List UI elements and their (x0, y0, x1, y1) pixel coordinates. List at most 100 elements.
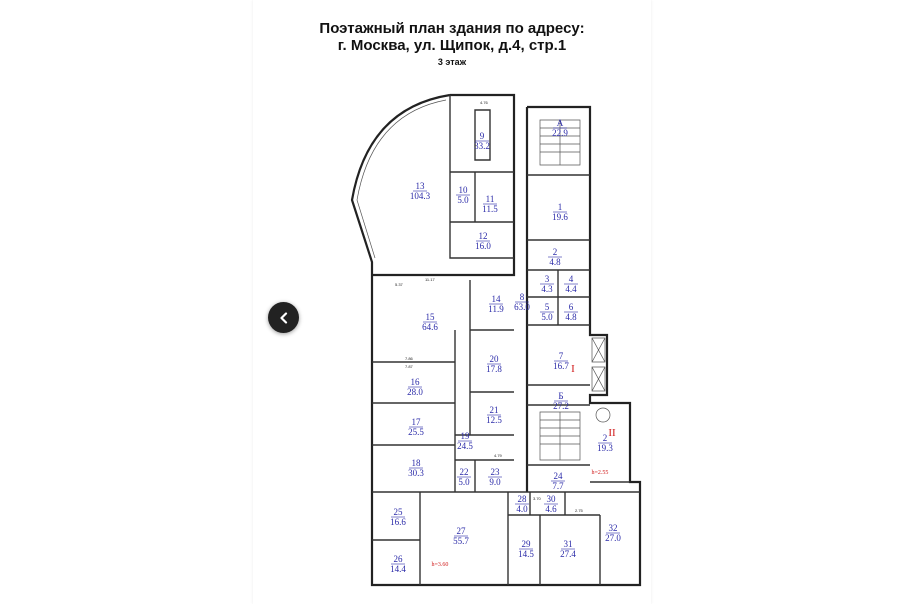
chevron-left-icon (279, 311, 287, 324)
dimension-label: 7.87 (405, 364, 414, 369)
section-marker-2: II (608, 427, 616, 439)
room-number: 15 (426, 312, 436, 322)
floor-plan-image (253, 0, 651, 604)
room-area: 14.4 (390, 564, 406, 574)
room-label: 105.0 (456, 185, 470, 205)
room-number: 31 (564, 539, 573, 549)
room-area: 4.3 (541, 284, 553, 294)
plan-title-line-2: г. Москва, ул. Щипок, д.4, стр.1 (337, 37, 567, 54)
room-area: 55.7 (453, 536, 469, 546)
room-area: 19.3 (597, 443, 613, 453)
room-number: 17 (412, 417, 422, 427)
room-area: 17.8 (486, 364, 502, 374)
room-area: 11.9 (488, 304, 504, 314)
dimension-label: 4.76 (480, 100, 489, 105)
floor-label: 3 этаж (437, 57, 467, 67)
room-label: 44.4 (564, 274, 578, 294)
room-number: 23 (491, 467, 501, 477)
room-number: 13 (416, 181, 426, 191)
room-number: 28 (518, 494, 528, 504)
height-marker-2: h=3.60 (432, 562, 449, 568)
dimension-label: 11.17 (425, 277, 435, 282)
room-number: 24 (554, 471, 564, 481)
room-area: 25.5 (408, 427, 424, 437)
room-number: 4 (569, 274, 574, 284)
room-label: 225.0 (457, 467, 471, 487)
room-label: 219.3 (597, 433, 613, 453)
room-area: 19.6 (552, 212, 568, 222)
dimension-label: 4.79 (494, 453, 503, 458)
room-number: 19 (461, 431, 471, 441)
room-area: 16.6 (390, 517, 406, 527)
room-area: 63.0 (514, 302, 530, 312)
room-area: 16.0 (475, 241, 491, 251)
room-number: 30 (547, 494, 557, 504)
previous-image-button[interactable] (268, 302, 299, 333)
room-area: 28.0 (407, 387, 423, 397)
dimension-label: 5.37 (395, 282, 404, 287)
dimension-label: 7.86 (405, 356, 414, 361)
dimension-label: 3.70 (533, 496, 542, 501)
room-number: 18 (412, 458, 422, 468)
room-number: 25 (394, 507, 404, 517)
room-number: 7 (559, 351, 564, 361)
room-number: 26 (394, 554, 404, 564)
room-number: 1 (558, 202, 563, 212)
room-number: 32 (609, 523, 618, 533)
room-label: 284.0 (515, 494, 529, 514)
room-area: 27.4 (560, 549, 576, 559)
room-label: 119.6 (552, 202, 568, 222)
room-area: 4.6 (545, 504, 557, 514)
room-area: 33.2 (474, 141, 490, 151)
dimension-label: 2.75 (575, 508, 584, 513)
room-area: 22.9 (552, 128, 568, 138)
room-label: А22.9 (552, 118, 568, 138)
room-area: 7.7 (552, 481, 564, 491)
room-area: 4.8 (565, 312, 577, 322)
room-label: 247.7 (551, 471, 565, 491)
height-marker-1: h=2.55 (592, 470, 609, 476)
room-number: 22 (460, 467, 469, 477)
walls (350, 93, 642, 587)
room-label: 933.2 (474, 131, 490, 151)
room-number: 6 (569, 302, 574, 312)
room-area: 24.5 (457, 441, 473, 451)
room-label: 64.8 (564, 302, 578, 322)
room-area: 64.6 (422, 322, 438, 332)
room-area: 104.3 (410, 191, 431, 201)
section-marker-1: I (571, 363, 575, 375)
room-area: 14.5 (518, 549, 534, 559)
room-number: 21 (490, 405, 499, 415)
room-area: 16.7 (553, 361, 569, 371)
room-label: 24.8 (548, 247, 562, 267)
room-area: 5.0 (457, 195, 469, 205)
room-number: 14 (492, 294, 502, 304)
room-number: 3 (545, 274, 550, 284)
room-number: 9 (480, 131, 485, 141)
room-area: 27.0 (605, 533, 621, 543)
room-number: Б (558, 391, 563, 401)
room-number: А (557, 118, 564, 128)
room-number: 8 (520, 292, 525, 302)
room-number: 2 (603, 433, 608, 443)
room-number: 12 (479, 231, 488, 241)
room-label: 34.3 (540, 274, 554, 294)
room-number: 27 (457, 526, 467, 536)
